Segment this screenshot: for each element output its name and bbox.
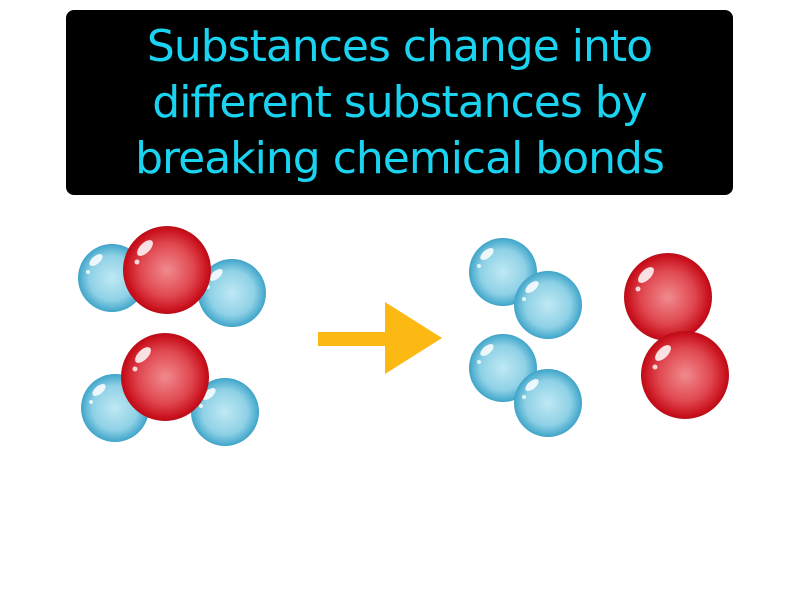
oxygen-atom (641, 331, 729, 419)
reaction-arrow-icon (318, 302, 442, 374)
oxygen-atom (123, 226, 211, 314)
hydrogen-atom (514, 369, 582, 437)
oxygen-atom (624, 253, 712, 341)
title-line-2: different substances by (152, 76, 647, 128)
oxygen-molecule (624, 253, 729, 419)
oxygen-atom (121, 333, 209, 421)
water-molecule-2 (81, 333, 259, 446)
hydrogen-molecule-2 (469, 334, 582, 437)
hydrogen-molecule-1 (469, 238, 582, 339)
title-banner: Substances change into different substan… (66, 10, 733, 195)
title-line-3: breaking chemical bonds (135, 132, 665, 184)
hydrogen-atom (514, 271, 582, 339)
title-line-1: Substances change into (146, 20, 653, 72)
water-molecule-1 (78, 226, 266, 327)
